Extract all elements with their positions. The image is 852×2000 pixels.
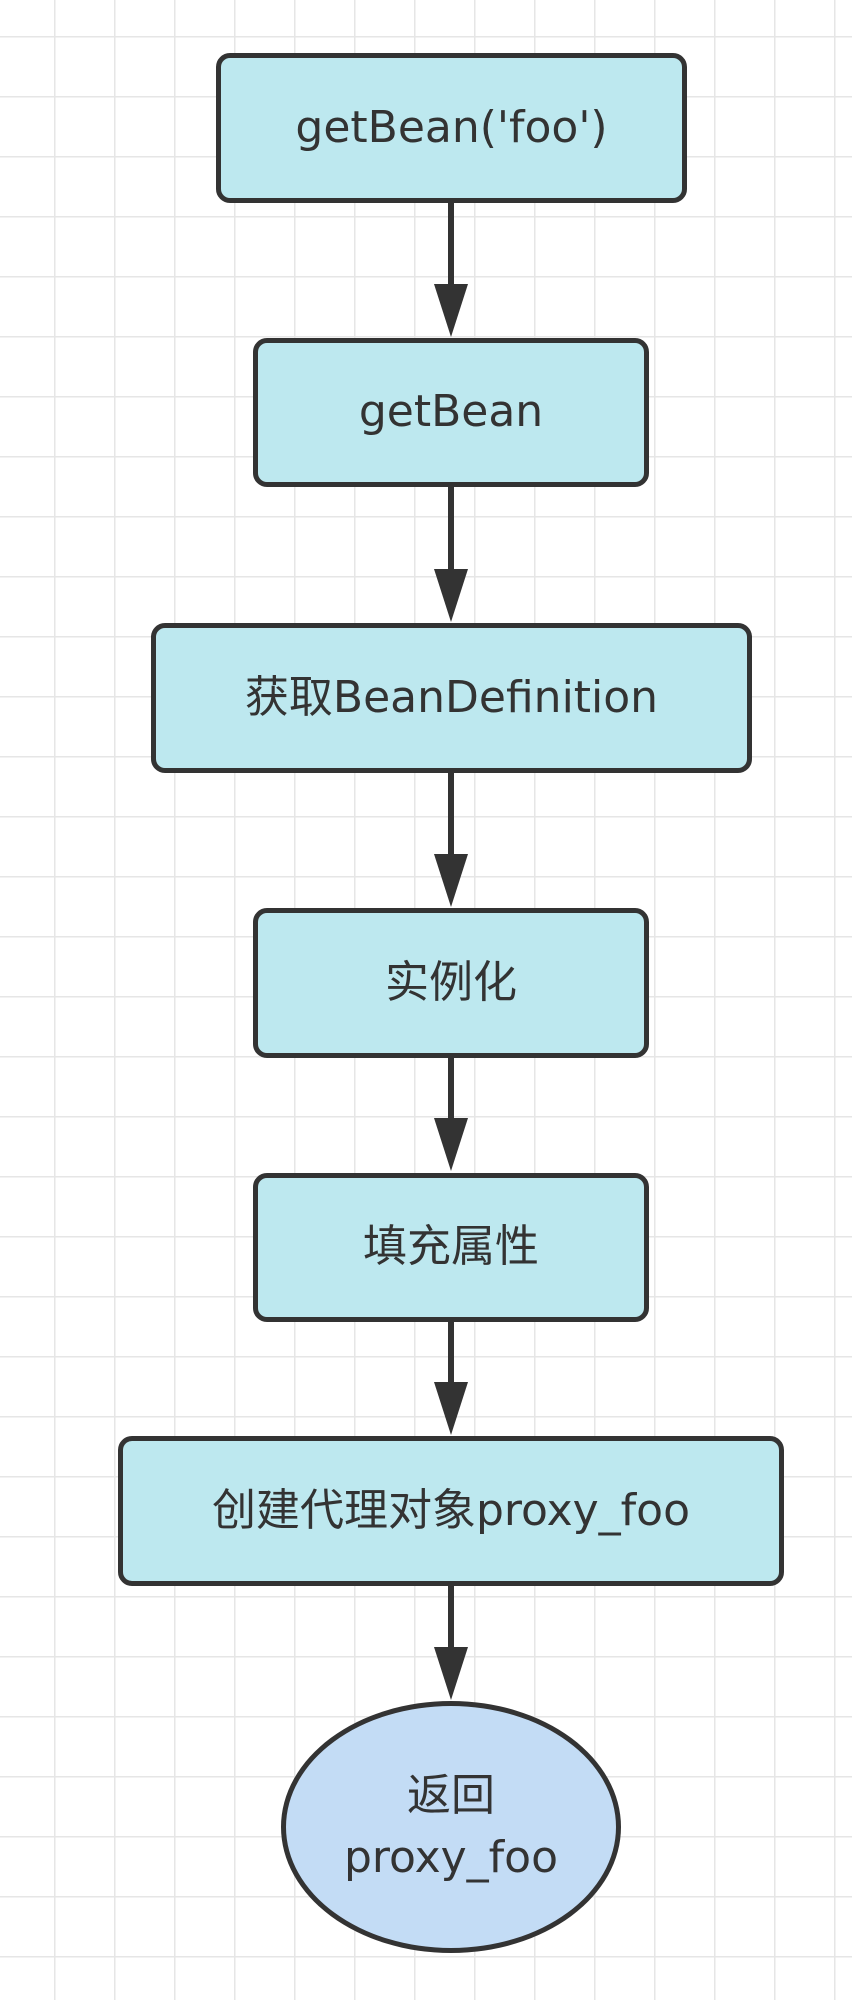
- node-label-line-1: 返回: [407, 1770, 495, 1822]
- edge-getbean-to-beandefinition: [434, 487, 468, 622]
- edge-getbean-foo-to-getbean: [434, 203, 468, 337]
- node-create-proxy[interactable]: 创建代理对象proxy_foo: [118, 1436, 784, 1586]
- node-getbean-foo[interactable]: getBean('foo'): [216, 53, 687, 203]
- node-label: 实例化: [385, 956, 517, 1008]
- node-label-line-2: proxy_foo: [343, 1832, 559, 1883]
- node-instantiate[interactable]: 实例化: [253, 908, 649, 1058]
- node-label: 获取BeanDefinition: [244, 671, 659, 723]
- node-label: 创建代理对象proxy_foo: [211, 1484, 691, 1536]
- node-get-beandefinition[interactable]: 获取BeanDefinition: [151, 623, 752, 773]
- edge-create-proxy-to-return: [434, 1586, 468, 1700]
- edge-instantiate-to-populate: [434, 1058, 468, 1171]
- node-return-proxy[interactable]: 返回 proxy_foo: [281, 1701, 621, 1953]
- node-populate-properties[interactable]: 填充属性: [253, 1173, 649, 1322]
- edge-beandefinition-to-instantiate: [434, 773, 468, 907]
- node-label: getBean('foo'): [295, 101, 608, 153]
- edge-populate-to-create-proxy: [434, 1322, 468, 1435]
- node-getbean[interactable]: getBean: [253, 338, 649, 487]
- node-label: 填充属性: [363, 1221, 539, 1273]
- node-label: getBean: [358, 386, 544, 438]
